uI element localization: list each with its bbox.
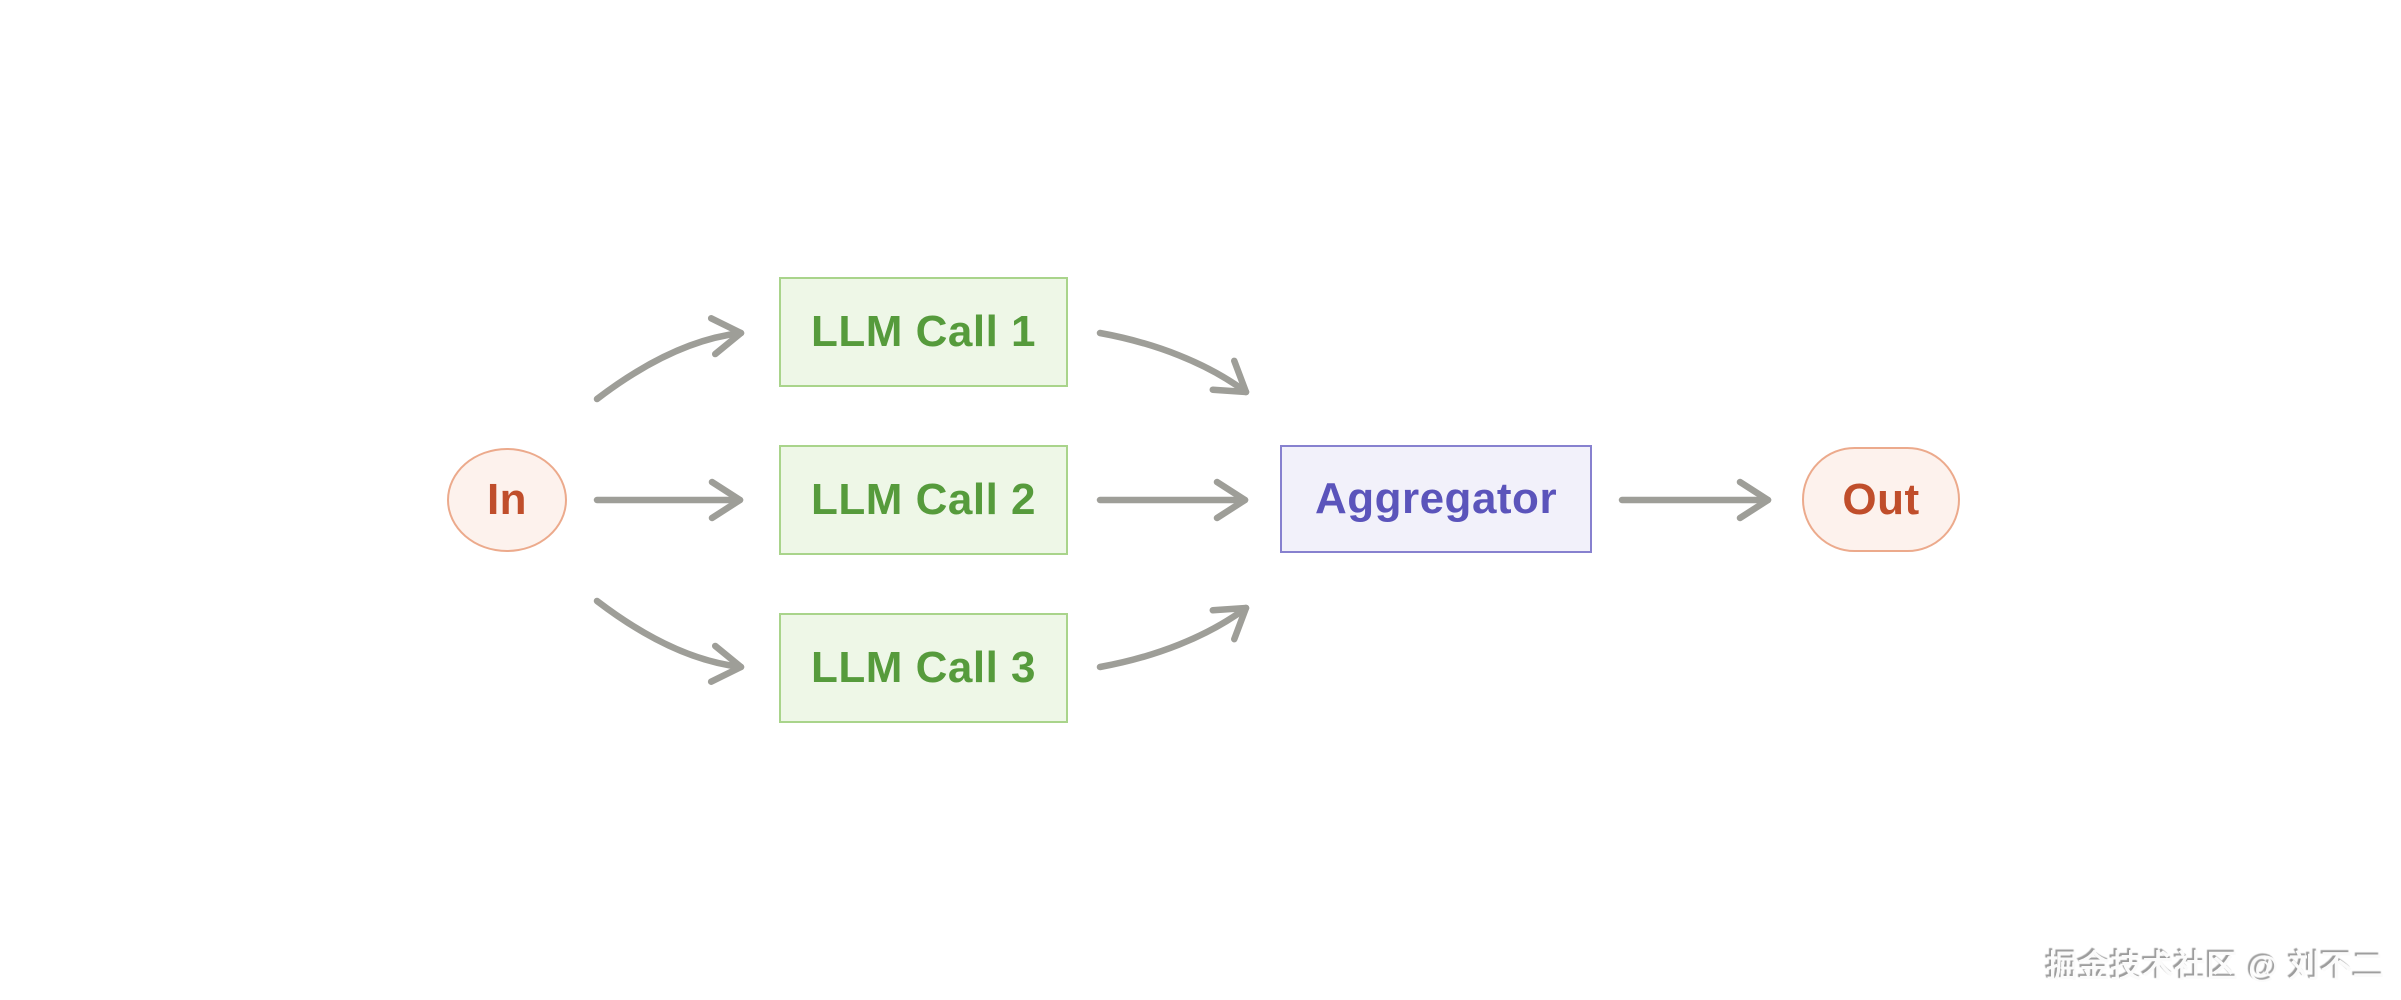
node-aggregator: Aggregator xyxy=(1280,445,1592,553)
node-input-label: In xyxy=(486,475,528,524)
node-input: In xyxy=(447,448,567,552)
node-llm-call-2-label: LLM Call 2 xyxy=(810,475,1037,524)
edge-llm3-to-aggregator xyxy=(1096,604,1250,671)
node-output-label: Out xyxy=(1842,474,1920,524)
node-llm-call-1: LLM Call 1 xyxy=(779,277,1068,387)
edge-in-to-llm3 xyxy=(593,597,745,685)
node-aggregator-label: Aggregator xyxy=(1314,474,1558,523)
watermark: 掘金技术社区 @ 刘不二 xyxy=(2046,949,2385,984)
edge-llm1-to-aggregator xyxy=(1096,329,1250,396)
node-llm-call-1-label: LLM Call 1 xyxy=(810,307,1037,356)
edge-in-to-llm1 xyxy=(593,315,745,403)
node-llm-call-3-label: LLM Call 3 xyxy=(810,643,1037,692)
node-output: Out xyxy=(1802,447,1960,552)
node-llm-call-3: LLM Call 3 xyxy=(779,613,1068,723)
node-llm-call-2: LLM Call 2 xyxy=(779,445,1068,555)
